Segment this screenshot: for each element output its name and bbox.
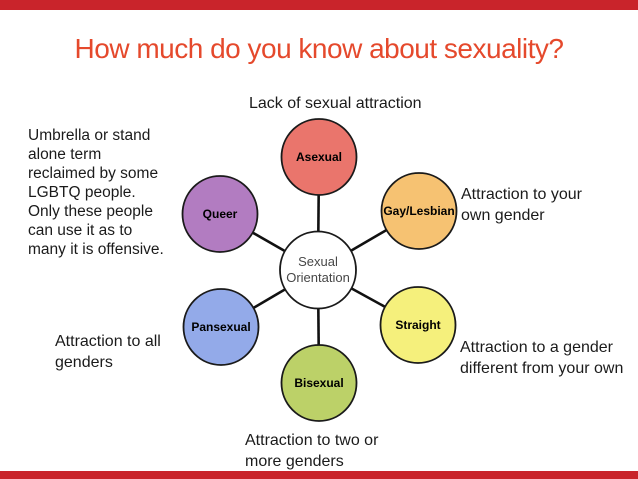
node-gay-lesbian-ellipse (380, 172, 458, 250)
node-asexual-ellipse (280, 118, 358, 196)
node-pansexual-ellipse (182, 288, 260, 366)
annotation-gay-lesbian: Attraction to your own gender (461, 186, 582, 224)
center-hub-ellipse (279, 230, 357, 310)
slide-title: How much do you know about sexuality? (74, 33, 564, 64)
node-bisexual-ellipse (280, 344, 358, 422)
annotation-straight: Attraction to a gender different from yo… (460, 339, 624, 377)
annotation-asexual: Lack of sexual attraction (249, 95, 422, 112)
annotation-queer: Umbrella or stand alone term reclaimed b… (28, 127, 164, 258)
node-straight-ellipse (379, 286, 457, 364)
annotation-pansexual: Attraction to all genders (55, 333, 161, 371)
node-queer-ellipse (181, 175, 259, 253)
top-accent-bar (0, 0, 638, 10)
annotation-bisexual: Attraction to two or more genders (245, 432, 379, 470)
bottom-accent-bar (0, 471, 638, 479)
